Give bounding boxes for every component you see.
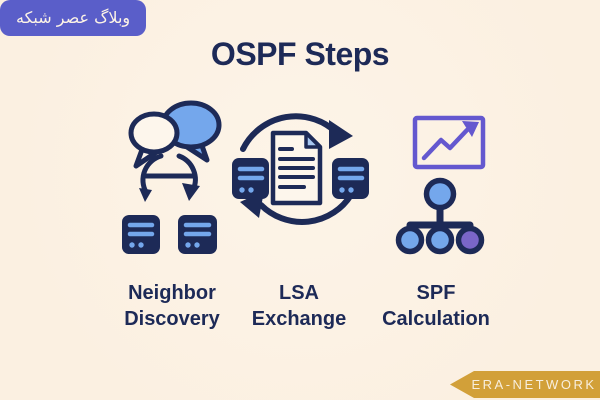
- router-icon: [178, 215, 217, 254]
- blog-badge: وبلاگ عصر شبکه: [0, 0, 147, 36]
- router-icon: [232, 158, 269, 199]
- step-label-line: Discovery: [124, 308, 220, 330]
- speech-bubbles-icon: [128, 100, 222, 169]
- page-title: OSPF Steps: [210, 36, 390, 72]
- step-label-neighbor-discovery: Neighbor Discovery: [82, 280, 262, 332]
- exchange-arrows-icon: [139, 153, 200, 202]
- step-label-line: Neighbor: [128, 282, 216, 304]
- topology-tree-icon: [395, 177, 485, 255]
- neighbor-discovery-illustration: [122, 100, 222, 254]
- step-label-spf-calculation: SPF Calculation: [346, 280, 526, 332]
- spf-calculation-illustration: [395, 115, 486, 255]
- step-label-line: Exchange: [251, 308, 347, 330]
- lsa-document-icon: [270, 130, 323, 206]
- step-label-line: Calculation: [382, 308, 490, 330]
- router-icon: [122, 215, 160, 254]
- step-label-line: SPF: [416, 282, 456, 304]
- step-label-line: LSA: [279, 282, 319, 304]
- step-label-lsa-exchange: LSA Exchange: [229, 280, 369, 332]
- growth-chart-icon: [412, 115, 486, 170]
- router-icon: [332, 158, 369, 199]
- era-network-ribbon: ERA-NETWORK: [450, 371, 600, 398]
- lsa-exchange-illustration: [232, 113, 369, 225]
